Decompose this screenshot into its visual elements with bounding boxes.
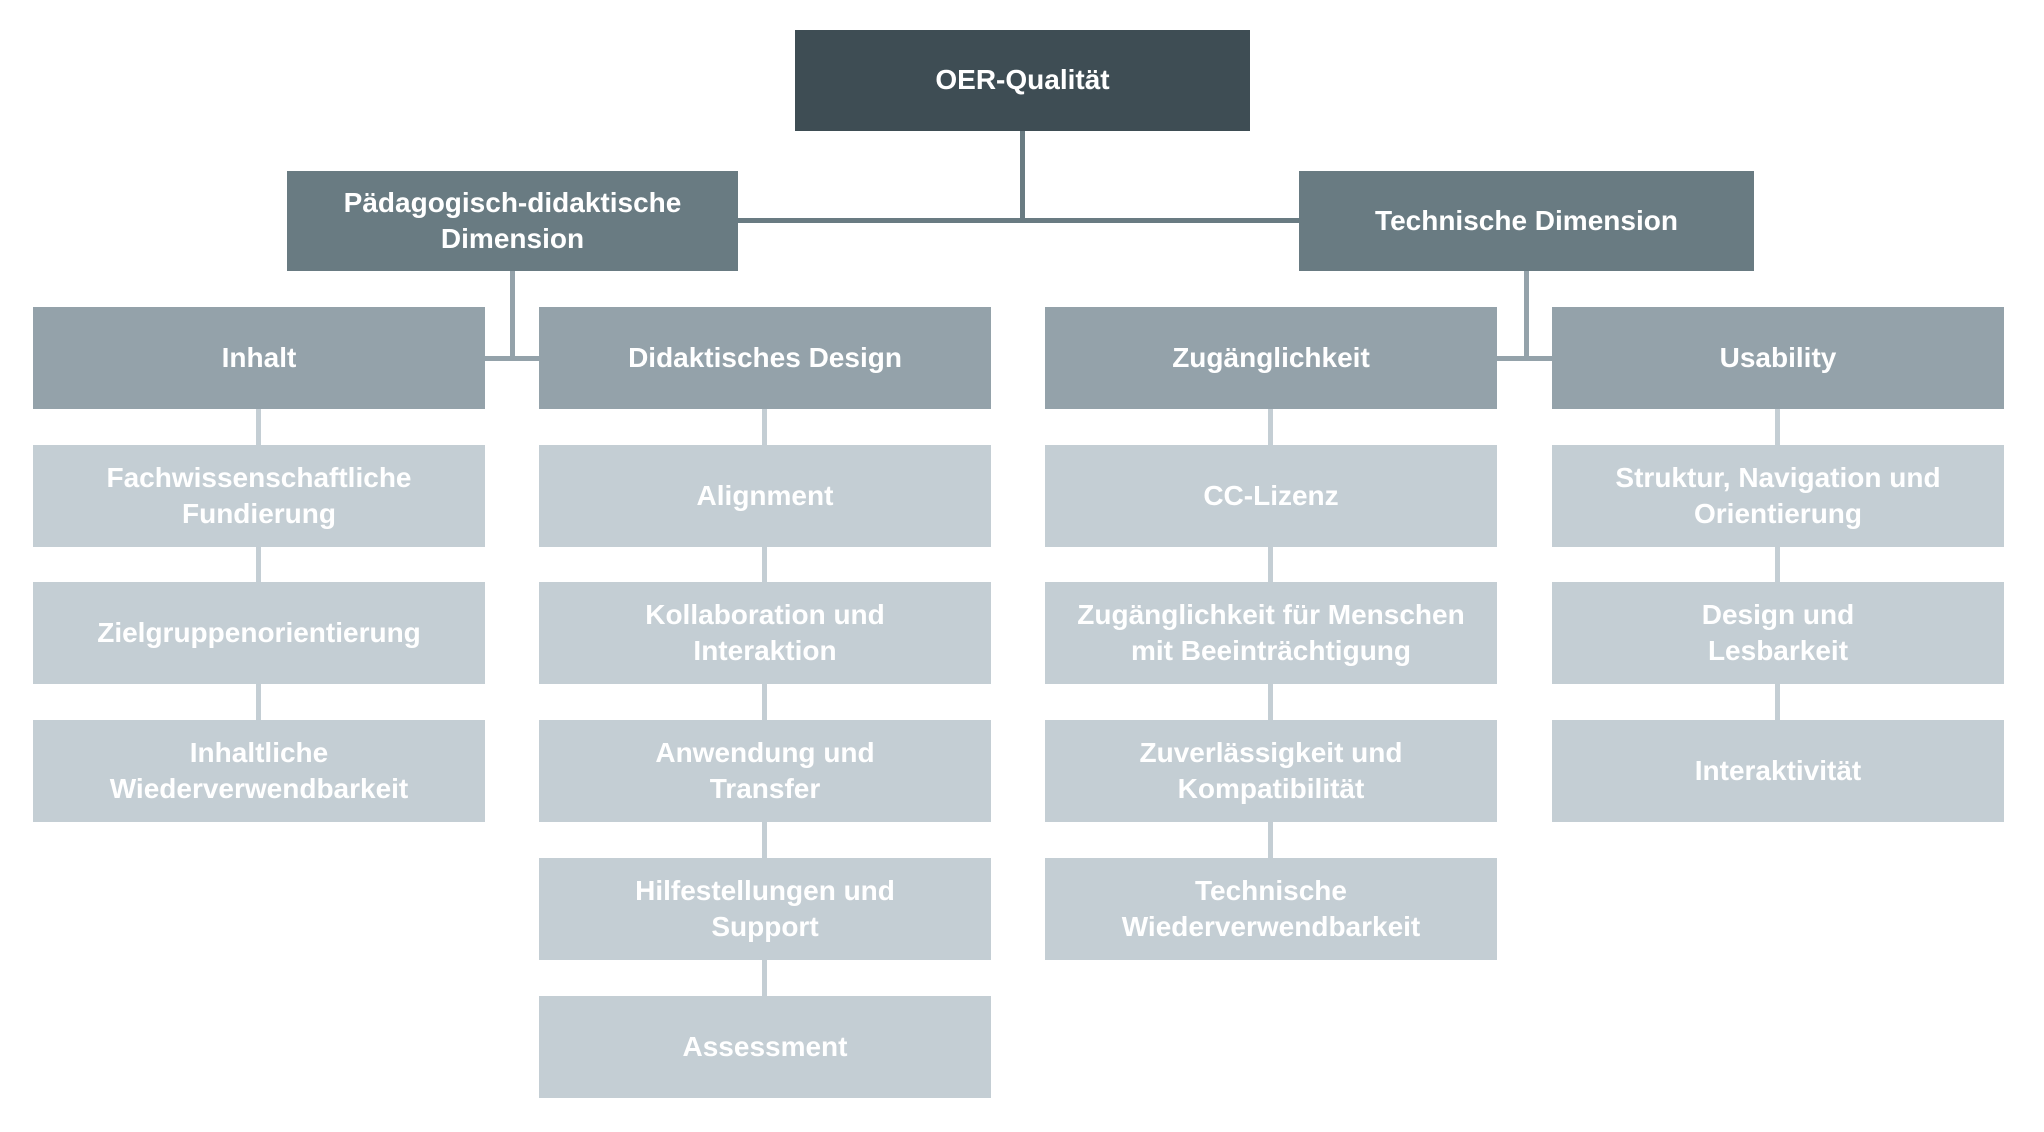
node-item-design-und-lesbarkeit-label: Design und Lesbarkeit [1701,598,1855,666]
connector-col2-seg2 [762,547,767,582]
node-item-fachwissenschaftliche-fundierung-label: Fachwissenschaftliche Fundierung [106,461,412,529]
node-item-technische-wiederverwendbarkeit: Technische Wiederverwendbarkeit [1045,858,1497,960]
node-item-cc-lizenz-label: CC-Lizenz [1203,479,1339,511]
connector-col3-seg1 [1268,409,1273,445]
node-item-kollaboration-und-interaktion-label: Kollaboration und Interaktion [645,598,885,666]
node-oer-qualitaet: OER-Qualität [795,30,1250,131]
node-category-usability: Usability [1552,307,2004,409]
node-item-assessment: Assessment [539,996,991,1098]
node-item-inhaltliche-wiederverwendbarkeit-label: Inhaltliche Wiederverwendbarkeit [109,736,409,804]
connector-col3-seg4 [1268,822,1273,858]
connector-col4-seg2 [1775,547,1780,582]
node-item-alignment: Alignment [539,445,991,547]
node-dimension-technisch-label: Technische Dimension [1375,204,1678,236]
node-item-zugaenglichkeit-menschen-beeintraechtigung: Zugänglichkeit für Menschen mit Beeinträ… [1045,582,1497,684]
node-item-hilfestellungen-und-support: Hilfestellungen und Support [539,858,991,960]
node-category-zugaenglichkeit-label: Zugänglichkeit [1172,341,1370,373]
node-item-zuverlaessigkeit-und-kompatibilitaet-label: Zuverlässigkeit und Kompatibilität [1139,736,1403,804]
connector-inhalt-didaktisches-stub [485,356,539,361]
connector-col2-seg5 [762,960,767,996]
node-item-alignment-label: Alignment [696,479,834,511]
node-item-inhaltliche-wiederverwendbarkeit: Inhaltliche Wiederverwendbarkeit [33,720,485,822]
node-item-interaktivitaet-label: Interaktivität [1694,754,1862,786]
node-item-fachwissenschaftliche-fundierung: Fachwissenschaftliche Fundierung [33,445,485,547]
node-item-design-und-lesbarkeit: Design und Lesbarkeit [1552,582,2004,684]
node-item-struktur-navigation-orientierung-label: Struktur, Navigation und Orientierung [1615,461,1941,529]
connector-col1-seg3 [256,684,261,720]
node-item-zielgruppenorientierung: Zielgruppenorientierung [33,582,485,684]
node-category-inhalt: Inhalt [33,307,485,409]
connector-col2-seg4 [762,822,767,858]
node-item-anwendung-und-transfer-label: Anwendung und Transfer [655,736,875,804]
connector-col2-seg1 [762,409,767,445]
node-category-zugaenglichkeit: Zugänglichkeit [1045,307,1497,409]
connector-col1-seg1 [256,409,261,445]
node-category-didaktisches-design: Didaktisches Design [539,307,991,409]
node-item-cc-lizenz: CC-Lizenz [1045,445,1497,547]
node-oer-qualitaet-label: OER-Qualität [935,64,1110,96]
node-dimension-technisch: Technische Dimension [1299,171,1754,271]
node-item-zuverlaessigkeit-und-kompatibilitaet: Zuverlässigkeit und Kompatibilität [1045,720,1497,822]
node-item-assessment-label: Assessment [682,1030,848,1062]
node-item-hilfestellungen-und-support-label: Hilfestellungen und Support [635,874,895,942]
node-category-didaktisches-design-label: Didaktisches Design [628,341,902,373]
node-item-zugaenglichkeit-menschen-beeintraechtigung-label: Zugänglichkeit für Menschen mit Beeinträ… [1077,598,1465,666]
connector-col3-seg2 [1268,547,1273,582]
connector-col2-seg3 [762,684,767,720]
connector-col4-seg1 [1775,409,1780,445]
connector-col1-seg2 [256,547,261,582]
connector-dimension-paedagogisch-vertical [510,271,515,361]
node-item-technische-wiederverwendbarkeit-label: Technische Wiederverwendbarkeit [1121,874,1421,942]
node-item-anwendung-und-transfer: Anwendung und Transfer [539,720,991,822]
node-dimension-paedagogisch-didaktisch: Pädagogisch-didaktische Dimension [287,171,738,271]
connector-root-vertical [1020,131,1025,223]
connector-col3-seg3 [1268,684,1273,720]
connector-dimensions-horizontal [738,218,1299,223]
node-dimension-paedagogisch-didaktisch-label: Pädagogisch-didaktische Dimension [343,186,682,254]
node-item-kollaboration-und-interaktion: Kollaboration und Interaktion [539,582,991,684]
node-item-struktur-navigation-orientierung: Struktur, Navigation und Orientierung [1552,445,2004,547]
connector-zugaenglichkeit-usability-stub [1497,356,1552,361]
node-item-zielgruppenorientierung-label: Zielgruppenorientierung [97,616,421,648]
node-category-usability-label: Usability [1719,341,1837,373]
node-item-interaktivitaet: Interaktivität [1552,720,2004,822]
node-category-inhalt-label: Inhalt [221,341,297,373]
connector-col4-seg3 [1775,684,1780,720]
connector-dimension-technisch-vertical [1524,271,1529,361]
